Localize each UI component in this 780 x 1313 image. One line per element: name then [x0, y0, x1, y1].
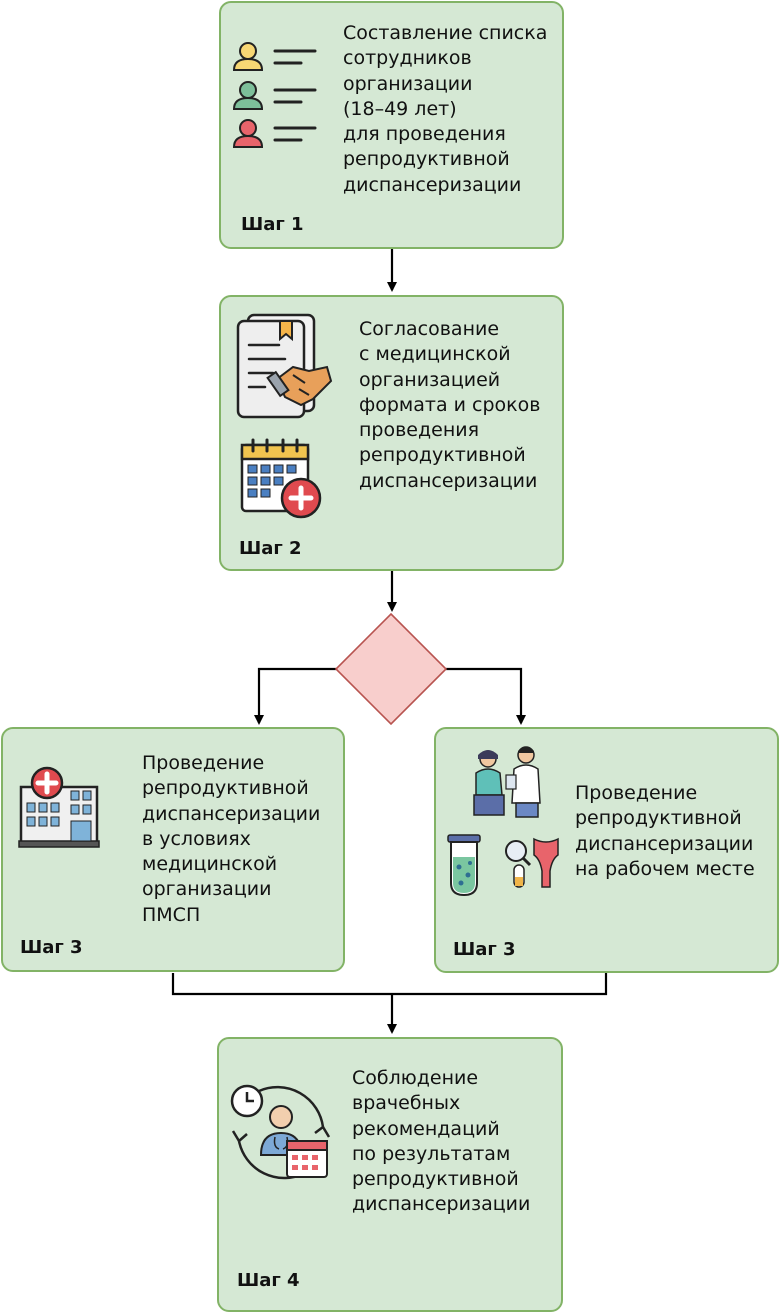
decision-diamond: [334, 612, 448, 726]
lab-analysis-icon: [502, 835, 560, 895]
step1-description: Составление списка сотрудников организац…: [343, 22, 548, 196]
step4-description: Соблюдение врачебных рекомендаций по рез…: [352, 1067, 531, 1216]
doctor-schedule-cycle-icon: [229, 1081, 335, 1189]
step3-right-box: Проведение репродуктивной диспансеризаци…: [434, 727, 779, 973]
step3-left-description: Проведение репродуктивной диспансеризаци…: [142, 752, 321, 926]
doctor-patient-icon: [470, 745, 548, 823]
step2-description: Согласование с медицинской организацией …: [359, 318, 541, 492]
test-tube-icon: [444, 833, 484, 901]
step1-box: Составление списка сотрудников организац…: [219, 1, 564, 249]
step2-label: Шаг 2: [239, 538, 302, 559]
hospital-icon: [17, 765, 103, 853]
connector-merge: [171, 973, 608, 996]
connector-decision-left: [254, 667, 336, 725]
agreement-handshake-icon: [235, 313, 333, 425]
step3-left-box: Проведение репродуктивной диспансеризаци…: [1, 727, 345, 972]
step3-right-label: Шаг 3: [453, 939, 516, 960]
step3-left-label: Шаг 3: [20, 937, 83, 958]
step4-label: Шаг 4: [237, 1270, 300, 1291]
step3-right-description: Проведение репродуктивной диспансеризаци…: [575, 782, 755, 880]
employee-list-icon: [229, 39, 319, 158]
step2-box: Согласование с медицинской организацией …: [219, 295, 564, 571]
step4-box: Соблюдение врачебных рекомендаций по рез…: [217, 1037, 563, 1312]
connector-decision-right: [446, 667, 526, 725]
step1-label: Шаг 1: [241, 214, 304, 235]
medical-calendar-icon: [239, 437, 327, 529]
